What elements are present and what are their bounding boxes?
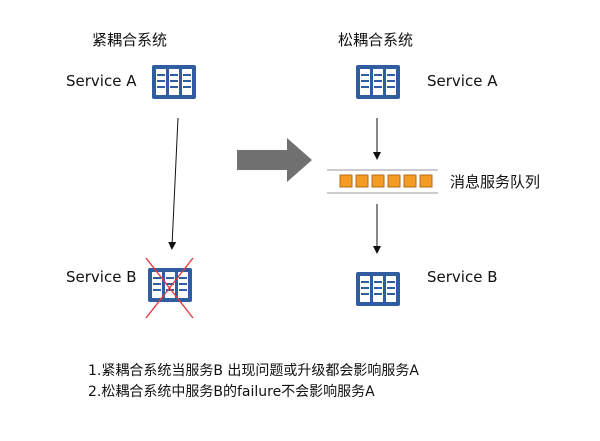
tight-service-b-server-icon bbox=[148, 268, 192, 302]
loose-service-a-label: Service A bbox=[427, 72, 498, 90]
tight-service-a-server-icon bbox=[152, 65, 196, 99]
loose-service-b-server-icon bbox=[356, 272, 400, 306]
loose-service-b-label: Service B bbox=[427, 268, 498, 286]
message-queue-icon bbox=[327, 169, 438, 194]
tight-coupling-title: 紧耦合系统 bbox=[92, 31, 168, 49]
note-line-2: 2.松耦合系统中服务B的failure不会影响服务A bbox=[88, 384, 375, 400]
loose-coupling-title: 松耦合系统 bbox=[338, 31, 414, 49]
loose-service-a-server-icon bbox=[356, 65, 400, 99]
tight-service-b-label: Service B bbox=[66, 268, 137, 286]
transition-arrow-icon bbox=[237, 138, 312, 182]
tight-a-to-b-arrow bbox=[168, 117, 179, 250]
failure-cross-icon bbox=[145, 257, 194, 319]
note-line-1: 1.紧耦合系统当服务B 出现问题或升级都会影响服务A bbox=[88, 363, 419, 379]
tight-service-a-label: Service A bbox=[66, 72, 137, 90]
message-queue-label: 消息服务队列 bbox=[450, 173, 541, 191]
